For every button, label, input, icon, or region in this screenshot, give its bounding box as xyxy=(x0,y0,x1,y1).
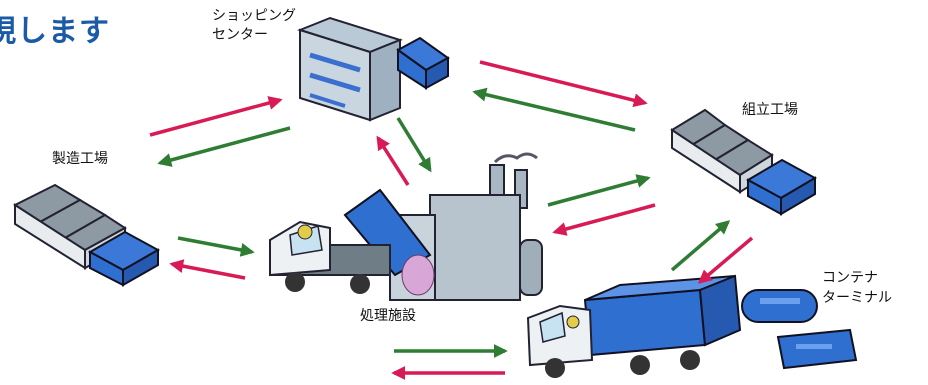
arrow-shopping-to-assembly xyxy=(479,60,648,108)
manufacturing-plant-label: 製造工場 xyxy=(52,151,108,167)
container-terminal-label-line1: コンテナ xyxy=(822,270,878,286)
shopping-center-container-icon xyxy=(396,36,450,90)
container-truck-icon xyxy=(526,274,742,378)
page-title-fragment: 現します xyxy=(0,14,110,49)
flow-arrows xyxy=(149,60,754,380)
arrow-manufacturing-to-shopping xyxy=(149,96,283,137)
shopping-center-label-line1: ショッピング xyxy=(212,8,296,24)
assembly-plant-icon xyxy=(670,108,774,194)
processing-facility-icon xyxy=(343,152,543,301)
arrow-shopping-to-manufacturing xyxy=(157,126,291,167)
processing-facility-label: 処理施設 xyxy=(360,308,416,324)
dump-truck-icon xyxy=(269,220,391,294)
arrow-facility-to-shopping xyxy=(376,135,410,186)
assembly-container-icon xyxy=(745,158,818,216)
arrow-shopping-to-facility xyxy=(396,117,432,173)
shopping-center-building-icon xyxy=(297,16,403,122)
terminal-container-round-icon xyxy=(741,289,818,323)
shopping-center-label-line2: センター xyxy=(212,27,268,43)
arrow-assembly-to-truck xyxy=(697,236,754,284)
arrow-truck-to-manufacturing xyxy=(169,259,246,280)
assembly-plant-label: 組立工場 xyxy=(742,102,798,118)
arrow-assembly-to-shopping xyxy=(472,87,636,132)
manufacturing-container-icon xyxy=(87,230,161,287)
terminal-container-box-icon xyxy=(776,328,858,370)
arrow-truck-to-assembly xyxy=(670,220,731,272)
arrow-assembly-to-facility xyxy=(552,203,656,236)
arrow-facility-to-assembly xyxy=(547,174,651,207)
arrow-manufacturing-to-truck xyxy=(177,236,255,257)
container-terminal-label-line2: ターミナル xyxy=(822,290,892,306)
